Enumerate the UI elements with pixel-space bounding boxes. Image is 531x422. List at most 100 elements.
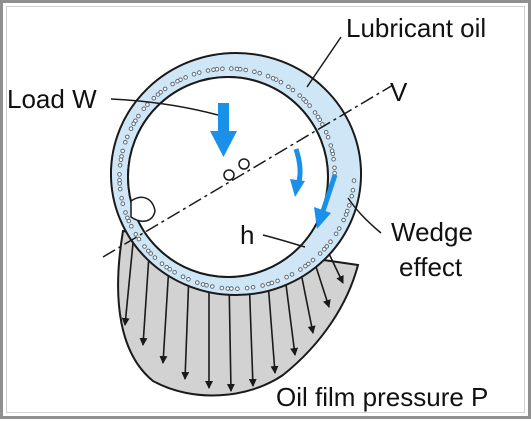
oil-particle: [128, 126, 134, 131]
oil-particle: [117, 172, 122, 177]
oil-particle: [341, 217, 346, 223]
oil-particle: [133, 232, 139, 237]
oil-particle: [269, 280, 275, 286]
oil-particle: [195, 280, 200, 285]
oil-particle: [317, 251, 323, 256]
oil-particle: [229, 286, 234, 291]
wedge-leader: [347, 197, 382, 234]
center-line: [102, 84, 394, 258]
oil-particle: [257, 70, 263, 76]
oil-particle: [243, 67, 248, 73]
h-leader: [262, 234, 306, 248]
oil-particle: [290, 87, 296, 93]
oil-particle: [325, 134, 331, 140]
oil-particle: [136, 113, 141, 119]
oil-particle: [328, 239, 333, 244]
oil-particle: [197, 70, 202, 75]
oil-particle: [148, 251, 153, 256]
oil-particle: [162, 86, 168, 92]
oil-particle: [120, 201, 126, 206]
oil-particle: [131, 121, 136, 126]
oil-particle: [204, 283, 209, 288]
oil-particle: [301, 97, 306, 102]
oil-particle: [172, 270, 177, 275]
oil-particle: [260, 283, 265, 288]
shaft-center: [223, 169, 235, 181]
oil-particle: [278, 79, 284, 85]
film-thickness-label: h: [240, 220, 255, 250]
oil-particle: [186, 277, 191, 282]
oil-particle: [284, 274, 289, 280]
oil-particle: [234, 66, 240, 72]
oil-particle: [250, 285, 256, 290]
oil-particle: [210, 284, 215, 289]
oil-particle: [129, 223, 134, 229]
oil-particle: [205, 68, 211, 73]
oil-particle: [328, 143, 334, 148]
oil-particle: [225, 286, 231, 291]
oil-particle: [323, 129, 329, 135]
oil-particle: [167, 266, 172, 272]
oil-particle: [145, 102, 150, 107]
oil-particle: [235, 286, 240, 292]
oil-particle: [123, 210, 128, 215]
pressure-arrow: [139, 254, 150, 346]
oil-particle: [347, 203, 352, 208]
oil-particle: [151, 95, 157, 101]
oil-particle: [141, 106, 147, 112]
oil-particle: [211, 67, 216, 72]
bearing-center: [238, 158, 250, 170]
oil-particle: [298, 267, 303, 272]
oil-particle: [126, 218, 132, 224]
pressure-label: Oil film pressure P: [276, 382, 489, 412]
oil-particle: [164, 264, 169, 270]
oil-particle: [351, 178, 357, 183]
oil-particle: [136, 236, 142, 242]
oil-particle: [297, 93, 303, 98]
oil-particle: [312, 110, 318, 115]
diagonal-arrow-icon: [314, 174, 338, 229]
oil-particle: [244, 285, 250, 291]
oil-particle: [118, 157, 124, 162]
oil-particle: [350, 187, 356, 193]
oil-particle: [303, 263, 308, 269]
oil-particles: [117, 66, 357, 292]
oil-particle: [159, 261, 165, 267]
pressure-arrow: [121, 242, 134, 326]
oil-particle: [219, 285, 225, 291]
oil-particle: [191, 71, 197, 77]
oil-particle: [170, 81, 175, 87]
curved-arrow-icon: [290, 148, 305, 197]
oil-particle: [332, 165, 337, 171]
oil-particle: [324, 244, 330, 249]
oil-particle: [345, 208, 350, 214]
oil-particle: [331, 156, 336, 162]
load-label: Load W: [7, 84, 97, 114]
oil-particle: [123, 139, 128, 145]
pressure-arrow: [159, 264, 170, 364]
oil-particle: [183, 75, 188, 80]
oil-particle: [252, 69, 257, 74]
pressure-arrow: [226, 277, 235, 392]
oil-particle: [175, 79, 180, 84]
pressure-arrow: [181, 272, 190, 380]
oil-particle: [275, 278, 280, 284]
oil-particle: [332, 170, 337, 176]
oil-particle: [117, 186, 123, 192]
oil-particle: [322, 246, 327, 252]
oil-particle: [310, 257, 316, 263]
oil-particle: [220, 66, 225, 72]
oil-particle: [142, 244, 147, 249]
oil-particle: [119, 195, 124, 201]
oil-particle: [265, 73, 271, 79]
oil-particle: [117, 181, 122, 186]
oil-particle: [315, 114, 321, 120]
oil-particle: [336, 226, 342, 231]
oil-particle: [180, 274, 186, 280]
oil-particle: [333, 231, 339, 237]
oil-particle: [120, 148, 125, 154]
wedge-label: Wedge: [391, 217, 473, 247]
lubricant-leader: [306, 36, 342, 88]
oil-particle: [289, 272, 295, 277]
contact-wedge: [130, 196, 156, 222]
